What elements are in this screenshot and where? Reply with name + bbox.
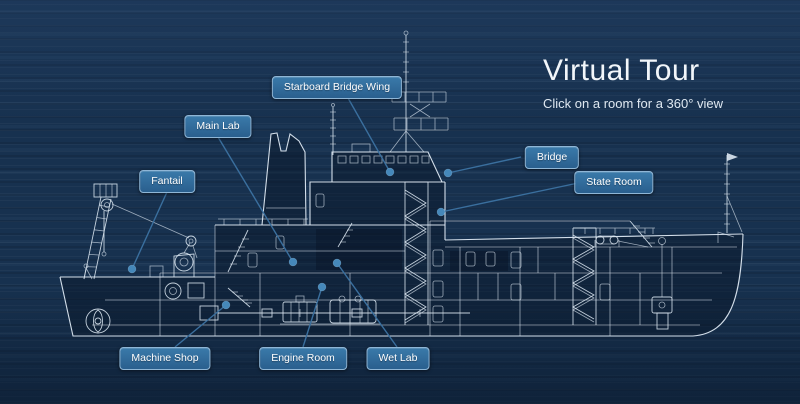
leader-line-bridge xyxy=(447,156,522,174)
room-hotspot-wet-lab[interactable] xyxy=(332,258,342,268)
bow-pennant xyxy=(727,153,738,161)
leader-line-fantail xyxy=(131,191,168,270)
room-hotspot-bridge[interactable] xyxy=(443,168,453,178)
masts xyxy=(330,30,743,243)
room-hotspot-main-lab[interactable] xyxy=(288,257,298,267)
room-hotspot-fantail[interactable] xyxy=(127,264,137,274)
windows-and-doors xyxy=(247,193,611,323)
leader-line-wet-lab xyxy=(336,262,398,348)
deck-machinery xyxy=(149,235,666,278)
ladders xyxy=(227,220,655,308)
room-label-main-lab[interactable]: Main Lab xyxy=(184,115,252,138)
bridge-windows xyxy=(337,155,430,164)
room-label-fantail[interactable]: Fantail xyxy=(139,170,195,193)
title-block: Virtual Tour Click on a room for a 360° … xyxy=(543,54,723,111)
bridge-house xyxy=(331,151,443,183)
leader-line-state-room xyxy=(440,181,584,213)
main-mast xyxy=(389,30,449,153)
room-hotspot-engine-room[interactable] xyxy=(317,282,327,292)
room-label-wet-lab[interactable]: Wet Lab xyxy=(366,347,430,370)
page-subtitle: Click on a room for a 360° view xyxy=(543,96,724,111)
leader-line-engine-room xyxy=(302,286,323,348)
room-label-state-room[interactable]: State Room xyxy=(574,171,654,194)
hull-fill xyxy=(60,234,743,336)
leader-line-starboard-bridge-wing xyxy=(347,97,391,173)
hull xyxy=(59,221,744,337)
propeller xyxy=(85,308,111,334)
engines xyxy=(280,295,380,325)
funnel xyxy=(261,132,307,226)
leader-line-main-lab xyxy=(217,136,294,263)
room-label-bridge[interactable]: Bridge xyxy=(524,146,580,169)
room-hotspot-starboard-bridge-wing[interactable] xyxy=(385,167,395,177)
roof-equipment-box xyxy=(351,143,371,153)
aft-mast xyxy=(330,103,336,155)
bow-gear xyxy=(651,247,673,330)
cutaway-room-shade xyxy=(316,229,402,270)
room-hotspot-machine-shop[interactable] xyxy=(221,300,231,310)
room-hotspot-state-room[interactable] xyxy=(436,207,446,217)
funnel-fill xyxy=(262,133,306,225)
room-label-starboard-bridge-wing[interactable]: Starboard Bridge Wing xyxy=(271,76,403,99)
stairwells xyxy=(404,181,597,325)
room-label-machine-shop[interactable]: Machine Shop xyxy=(119,347,211,370)
foremast xyxy=(717,153,743,243)
superstructure xyxy=(215,143,655,323)
room-label-engine-room[interactable]: Engine Room xyxy=(259,347,347,370)
stern-crane xyxy=(83,183,198,280)
leader-line-machine-shop xyxy=(174,304,227,348)
page-title: Virtual Tour xyxy=(543,54,700,87)
